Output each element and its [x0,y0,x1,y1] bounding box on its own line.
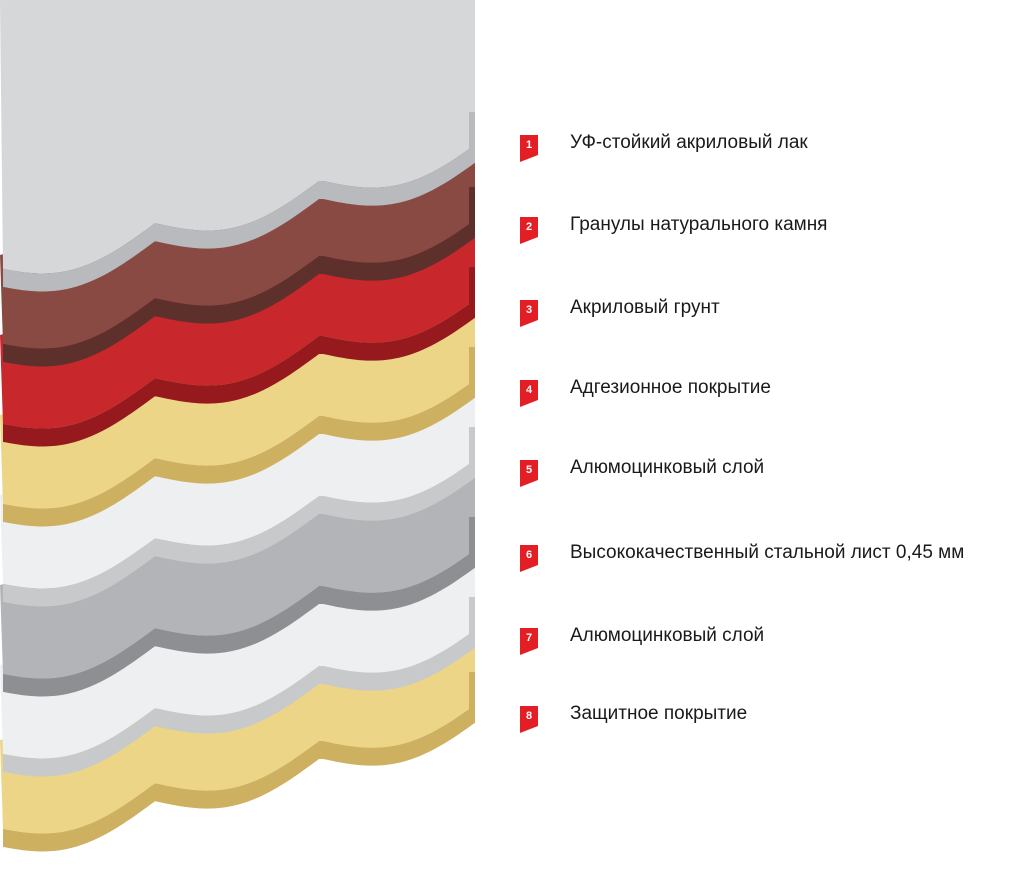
legend-item-3: 3 Акриловый грунт [520,295,720,327]
layer-lip [469,427,475,473]
layer-label: Алюмоцинковый слой [570,457,765,478]
number-badge: 7 [520,628,538,655]
layer-lip [469,517,475,563]
legend-item-2: 2 Гранулы натурального камня [520,212,828,244]
layer-surface [0,0,475,274]
legend-item-5: 5 Алюмоцинковый слой [520,455,765,487]
roof-tile-layers-illustration [0,0,475,852]
layer-edge [3,549,475,697]
number-badge: 4 [520,380,538,407]
legend-item-7: 7 Алюмоцинковый слой [520,623,765,655]
layer-label: Акриловый грунт [570,297,720,318]
layer-label: Гранулы натурального камня [570,214,828,235]
layer-label: УФ-стойкий акриловый лак [570,132,808,153]
layer-lip [469,187,475,233]
legend-item-6: 6 Высококачественный стальной лист 0,45 м… [520,540,965,572]
number-badge: 3 [520,300,538,327]
layer-lip [469,347,475,393]
legend-item-4: 4 Адгезионное покрытие [520,375,771,407]
number-badge: 6 [520,545,538,572]
number-badge: 5 [520,460,538,487]
legend-item-8: 8 Защитное покрытие [520,701,748,733]
tile-layer-1 [0,0,475,292]
layer-label: Защитное покрытие [570,703,748,724]
layer-lip [469,112,475,158]
layer-lip [469,267,475,313]
layer-edge [3,299,475,447]
number-badge: 8 [520,706,538,733]
layer-edge [3,704,475,852]
layer-label: Адгезионное покрытие [570,377,771,398]
layer-edge [3,144,475,292]
number-badge: 1 [520,135,538,162]
number-badge: 2 [520,217,538,244]
layer-label: Алюмоцинковый слой [570,625,765,646]
layer-lip [469,597,475,643]
layer-label: Высококачественный стальной лист 0,45 мм [570,542,965,563]
layer-edge [3,459,475,607]
layer-edge [3,379,475,527]
layer-edge [3,219,475,367]
layer-edge [3,629,475,777]
legend-item-1: 1 УФ-стойкий акриловый лак [520,130,808,162]
layer-lip [469,672,475,718]
